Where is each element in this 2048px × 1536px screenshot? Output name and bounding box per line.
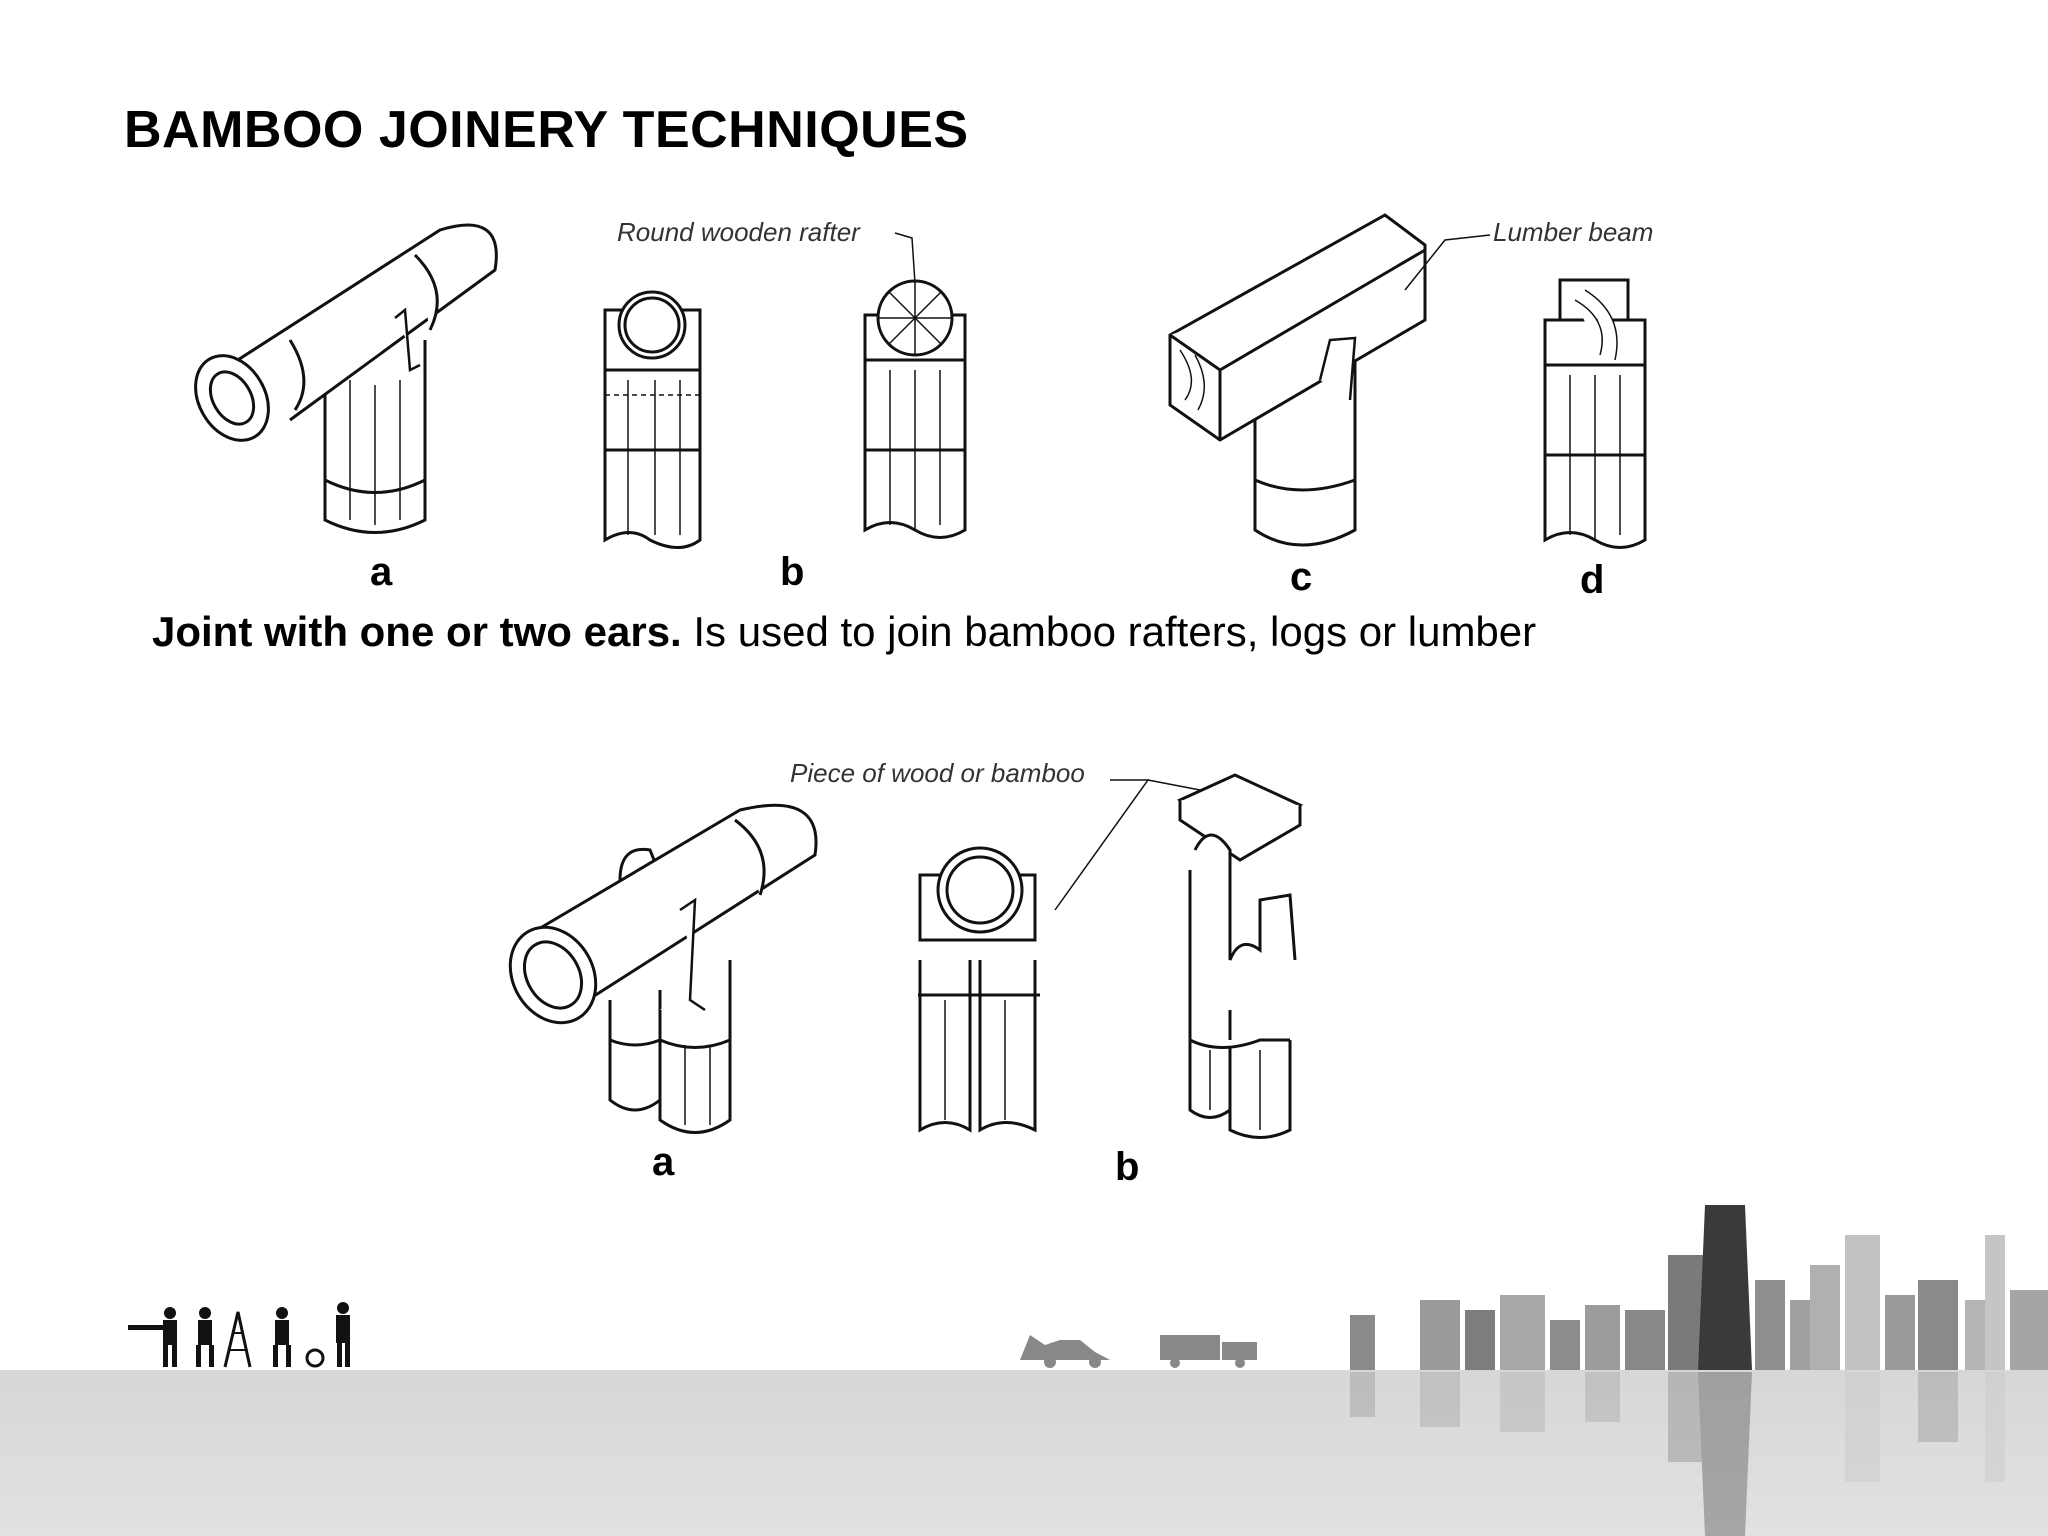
joint-b-drawing-1 [603,290,702,549]
two-ear-joint-a-drawing [508,803,818,1134]
city-skyline-icon [1350,1205,2048,1536]
annotation-lumber-beam: Lumber beam [1493,217,1653,247]
page-title: BAMBOO JOINERY TECHNIQUES [124,101,969,159]
label-b: b [780,550,804,594]
caption-bold: Joint with one or two ears. [152,608,682,655]
joint-a-drawing [194,223,498,534]
top-joint-figure: Round wooden rafter Lumber beam a b c d [194,213,1653,600]
footer-band [0,1370,2048,1536]
caption-rest: Is used to join bamboo rafters, logs or … [681,608,1537,655]
joint-b-drawing-2 [863,279,967,539]
construction-vehicles-icon [1020,1335,1257,1368]
bottom-label-b: b [1115,1145,1139,1189]
label-c: c [1290,555,1312,599]
workers-silhouette-icon [128,1302,350,1368]
bottom-joint-figure: Piece of wood or bamboo a b [508,758,1304,1189]
annotation-round-wooden-rafter: Round wooden rafter [617,217,861,247]
annotation-piece-of-wood: Piece of wood or bamboo [790,758,1085,788]
label-d: d [1580,558,1604,600]
two-ear-joint-b-drawing-1 [918,846,1040,1133]
label-a: a [370,550,393,594]
figure-caption: Joint with one or two ears. Is used to j… [152,608,1536,656]
joint-c-drawing [1168,213,1427,547]
two-ear-joint-b-drawing-2 [1176,773,1304,1139]
bottom-label-a: a [652,1140,675,1184]
joint-d-drawing [1543,278,1647,549]
